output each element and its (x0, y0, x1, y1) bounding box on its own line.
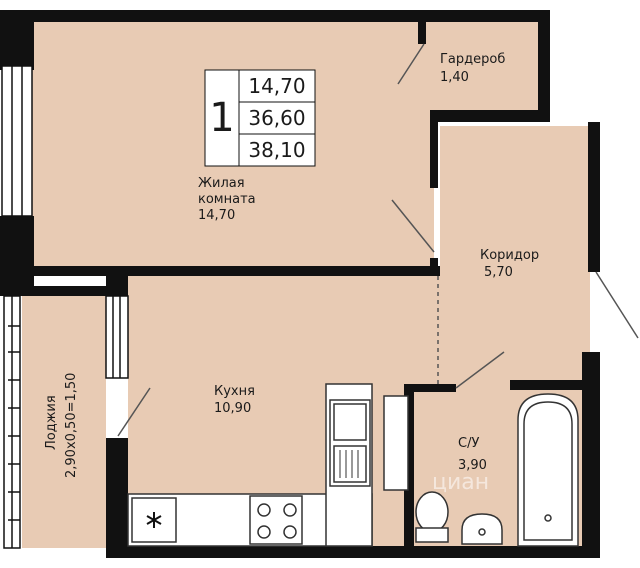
window-kitchen (105, 295, 129, 379)
loggia-name: Лоджия (44, 395, 59, 450)
corridor-name: Коридор (480, 248, 540, 263)
shaft (383, 395, 409, 491)
wardrobe-name: Гардероб (440, 52, 506, 67)
badge-total-area-cell (238, 101, 316, 135)
door-wardrobe (397, 43, 425, 85)
loggia-area: 2,90х0,50=1,50 (64, 372, 79, 478)
fridge (131, 497, 177, 543)
fridge-snowflake-icon (146, 512, 162, 528)
window-living-room (1, 65, 33, 217)
loggia-glazing-ticks (8, 325, 20, 521)
living-room-area: 14,70 (198, 208, 236, 223)
corridor-area: 5,70 (484, 265, 513, 280)
area-summary-badge (204, 69, 316, 167)
wall-corridor-left (430, 110, 438, 188)
kitchen-fixtures (127, 383, 373, 547)
wall-bathroom-top-right (510, 380, 592, 390)
doors (117, 43, 639, 437)
windows (1, 65, 129, 549)
walls (0, 10, 600, 558)
wall-corridor-stub (430, 258, 438, 270)
living-room-name-line1: Жилая (198, 176, 245, 191)
badge-rooms-cell (204, 69, 240, 167)
wall-kitchen-left-lower (106, 438, 128, 548)
kitchen-name: Кухня (214, 384, 255, 399)
wall-left-lower (0, 216, 34, 296)
stove-burner (283, 503, 297, 517)
kitchen-area: 10,90 (214, 401, 252, 416)
bathtub-inner (523, 401, 573, 541)
wall-bathroom-left (404, 384, 414, 546)
kitchen-sink-drainer (333, 445, 367, 483)
sink-drainer-lines (339, 450, 359, 478)
wall-loggia-top (0, 286, 128, 296)
wall-left-top-block (0, 10, 34, 70)
stove-burner (257, 525, 271, 539)
stove-burner (283, 525, 297, 539)
living-room-name-line2: комната (198, 192, 256, 207)
kitchen-sink-bowl (333, 403, 367, 441)
floor-corridor (440, 126, 590, 388)
door-kitchen (117, 387, 151, 437)
total-area-value: 36,60 (248, 106, 306, 130)
stove-burner (257, 503, 271, 517)
toilet-bowl (415, 491, 449, 533)
snowflake-stroke (146, 515, 162, 525)
wall-top-left (0, 10, 424, 22)
wall-wardrobe-bottom (434, 110, 550, 122)
bathtub-drain (544, 514, 552, 522)
wall-wardrobe-right (538, 10, 550, 120)
floor-loggia (22, 296, 106, 548)
wall-right-upper (588, 122, 600, 272)
wardrobe-area: 1,40 (440, 70, 469, 85)
wall-top-right (424, 10, 550, 22)
badge-living-area-cell (238, 69, 316, 103)
living-area-value: 14,70 (248, 74, 306, 98)
rooms-count: 1 (209, 95, 235, 141)
wall-living-bottom (34, 266, 440, 276)
wall-wardrobe-left-stub (418, 22, 426, 44)
toilet-tank (415, 527, 449, 543)
wall-bathroom-top-left (410, 384, 456, 392)
bathroom-area: 3,90 (458, 458, 487, 473)
washbasin-drain (478, 528, 486, 536)
wall-bottom (106, 546, 600, 558)
bathroom-name: С/У (458, 436, 480, 451)
watermark: циан (432, 470, 490, 495)
total-area-with-loggia-value: 38,10 (248, 138, 306, 162)
bathroom-fixtures (383, 393, 579, 547)
door-living-room (391, 199, 435, 253)
badge-total-loggia-cell (238, 133, 316, 167)
door-bathroom (455, 351, 505, 389)
door-entrance (595, 271, 639, 339)
floor-wardrobe (434, 22, 544, 114)
wall-right-lower (582, 352, 600, 552)
